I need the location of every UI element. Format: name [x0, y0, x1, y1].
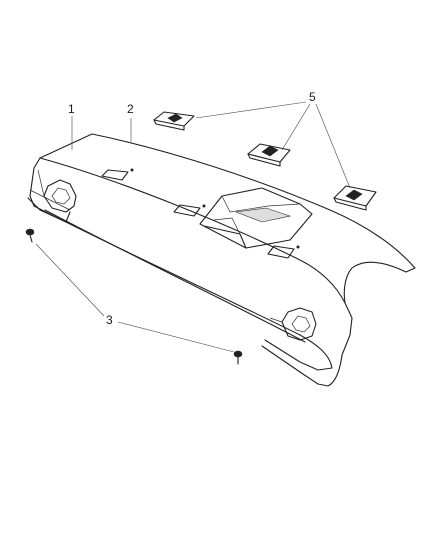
- left-speaker-pocket: [37, 169, 77, 213]
- tether-cover-1: [153, 111, 195, 131]
- callout-2: 2: [127, 102, 134, 116]
- anchor-slot-3: [267, 245, 300, 259]
- tether-cover-2: [247, 143, 291, 167]
- push-pin-left: [25, 228, 35, 243]
- rear-shelf-panel: [27, 133, 416, 387]
- center-light-housing: [199, 187, 313, 249]
- right-speaker-pocket: [269, 307, 317, 341]
- push-pin-right: [233, 350, 243, 365]
- anchor-slot-1: [101, 168, 134, 181]
- callout-1: 1: [68, 102, 75, 116]
- leader-lines: [35, 101, 351, 353]
- tether-cover-3: [333, 185, 377, 211]
- callout-3: 3: [106, 313, 113, 327]
- anchor-slot-2: [173, 204, 206, 217]
- callout-5: 5: [309, 90, 316, 104]
